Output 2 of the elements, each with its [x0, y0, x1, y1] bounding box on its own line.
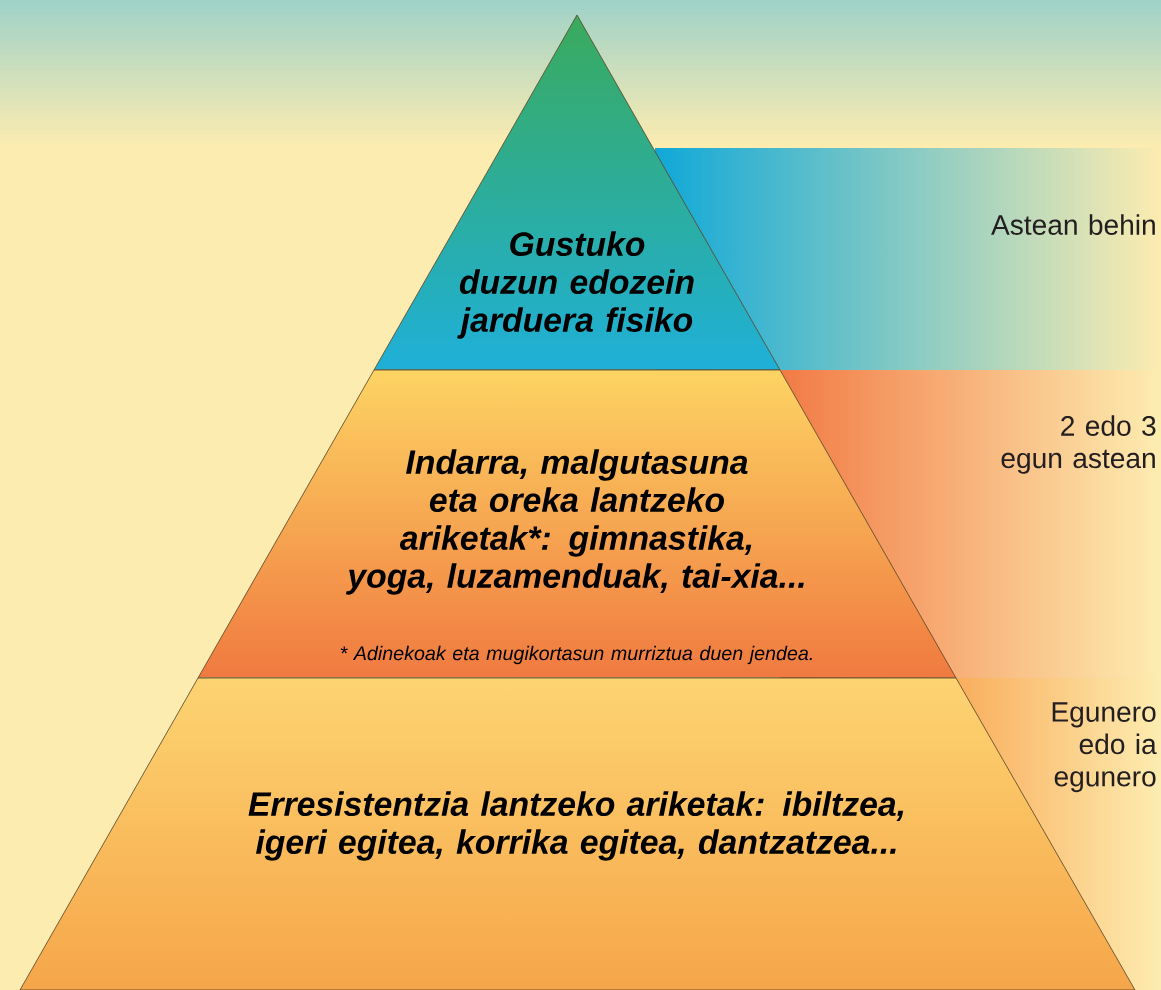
frequency-label: 2 edo 3 egun astean: [1001, 415, 1156, 474]
frequency-label: Astean behin: [991, 214, 1155, 235]
